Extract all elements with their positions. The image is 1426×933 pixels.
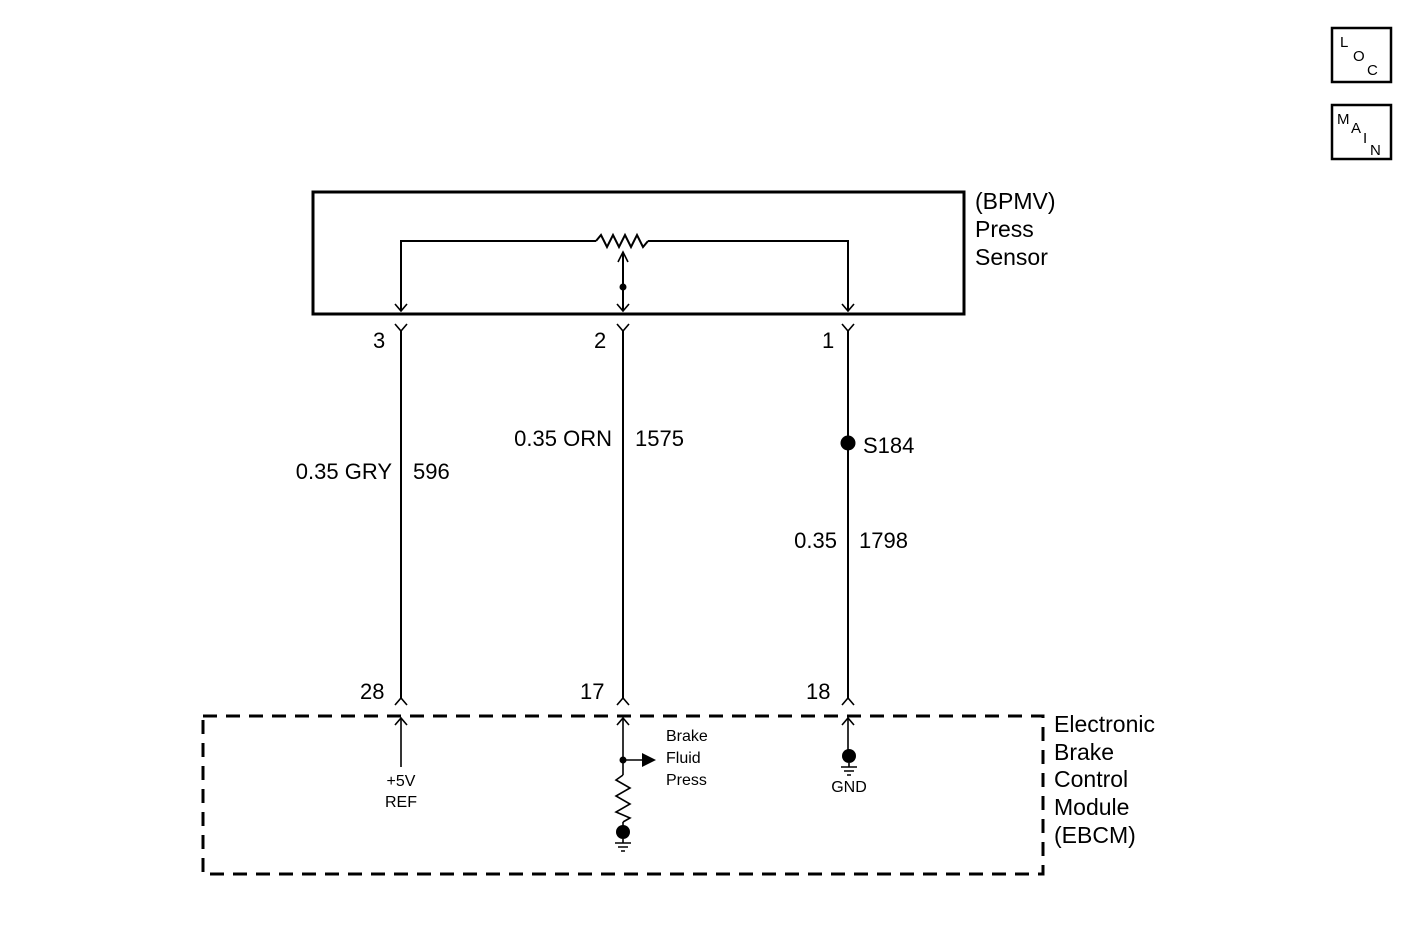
loc-letter-o: O <box>1353 48 1365 65</box>
signal-label-line-2: Fluid <box>666 750 701 767</box>
connector-pin-17-icon <box>616 696 630 706</box>
press-sensor: (BPMV) Press Sensor <box>311 188 1056 316</box>
gnd-arrow-icon <box>841 716 855 726</box>
splice-label: S184 <box>863 433 914 458</box>
connector-pin-28-icon <box>394 696 408 706</box>
wire-1575-circuit: 1575 <box>635 426 684 451</box>
module-pin-17-label: 17 <box>580 679 604 704</box>
wiper-junction-dot <box>619 283 627 291</box>
wire-1575: 0.35 ORN 1575 <box>514 331 684 698</box>
module-pin-28-label: 28 <box>360 679 384 704</box>
gnd-label: GND <box>831 779 867 796</box>
connector-pin-1-icon <box>841 323 855 333</box>
module-name-line-5: (EBCM) <box>1054 822 1136 848</box>
module-connector: 28 17 18 <box>360 679 855 706</box>
wire-1798-circuit: 1798 <box>859 528 908 553</box>
connector-pin-2-icon <box>616 323 630 333</box>
sensor-pin-2-label: 2 <box>594 328 606 353</box>
potentiometer-resistor-icon <box>595 232 649 250</box>
sensor-box <box>311 190 966 316</box>
wire-596-gauge: 0.35 GRY <box>296 459 393 484</box>
connector-pin-3-icon <box>394 323 408 333</box>
main-letter-m: M <box>1337 111 1350 128</box>
connector-pin-18-icon <box>841 696 855 706</box>
main-button[interactable]: M A I N <box>1330 103 1393 161</box>
main-letter-n: N <box>1370 142 1381 159</box>
ref-arrow-icon <box>394 716 408 726</box>
wire-596-circuit: 596 <box>413 459 450 484</box>
wire-1798: S184 0.35 1798 <box>794 331 914 698</box>
module-name-line-2: Brake <box>1054 739 1114 765</box>
module-name-line-1: Electronic <box>1054 711 1155 737</box>
module-name-line-3: Control <box>1054 766 1128 792</box>
sensor-pin-3-label: 3 <box>373 328 385 353</box>
splice-dot-icon <box>840 435 856 451</box>
sensor-name-line-2: Press <box>975 216 1034 242</box>
wire-1798-gauge: 0.35 <box>794 528 837 553</box>
sensor-name-line-1: (BPMV) <box>975 188 1056 214</box>
module-name-line-4: Module <box>1054 794 1129 820</box>
sensor-pin-1-arrow-icon <box>841 303 855 313</box>
wire-1575-gauge: 0.35 ORN <box>514 426 612 451</box>
sensor-internal-wire-right <box>648 240 849 310</box>
wire-596: 0.35 GRY 596 <box>296 331 450 698</box>
sensor-pin-2-arrow-icon <box>616 303 630 313</box>
signal-arrow-icon <box>616 716 630 726</box>
signal-label-line-1: Brake <box>666 728 708 745</box>
loc-letter-l: L <box>1340 34 1348 51</box>
main-letter-a: A <box>1351 120 1361 137</box>
signal-label-line-3: Press <box>666 772 707 789</box>
ground-icon <box>841 763 857 776</box>
loc-letter-c: C <box>1367 62 1378 79</box>
ebcm-module: +5V REF Brake Fluid Press GND Electronic… <box>201 711 1155 876</box>
pulldown-ground-icon <box>615 839 631 852</box>
loc-button[interactable]: L O C <box>1330 26 1393 84</box>
sensor-connector: 3 2 1 <box>373 323 855 353</box>
ebcm-dashed-box <box>201 714 1045 876</box>
pulldown-resistor-icon <box>614 774 632 823</box>
wiper-arrow-icon <box>617 250 629 263</box>
module-pin-18-label: 18 <box>806 679 830 704</box>
gnd-dot <box>842 749 856 763</box>
ref-label-line-1: +5V <box>387 773 416 790</box>
main-letter-i: I <box>1363 130 1367 147</box>
signal-output-arrow-icon <box>642 753 656 767</box>
sensor-internal-wire-left <box>400 240 596 310</box>
pulldown-ground-dot <box>616 825 630 839</box>
sensor-name-line-3: Sensor <box>975 244 1048 270</box>
ref-label-line-2: REF <box>385 794 417 811</box>
sensor-pin-3-arrow-icon <box>394 303 408 313</box>
sensor-pin-1-label: 1 <box>822 328 834 353</box>
